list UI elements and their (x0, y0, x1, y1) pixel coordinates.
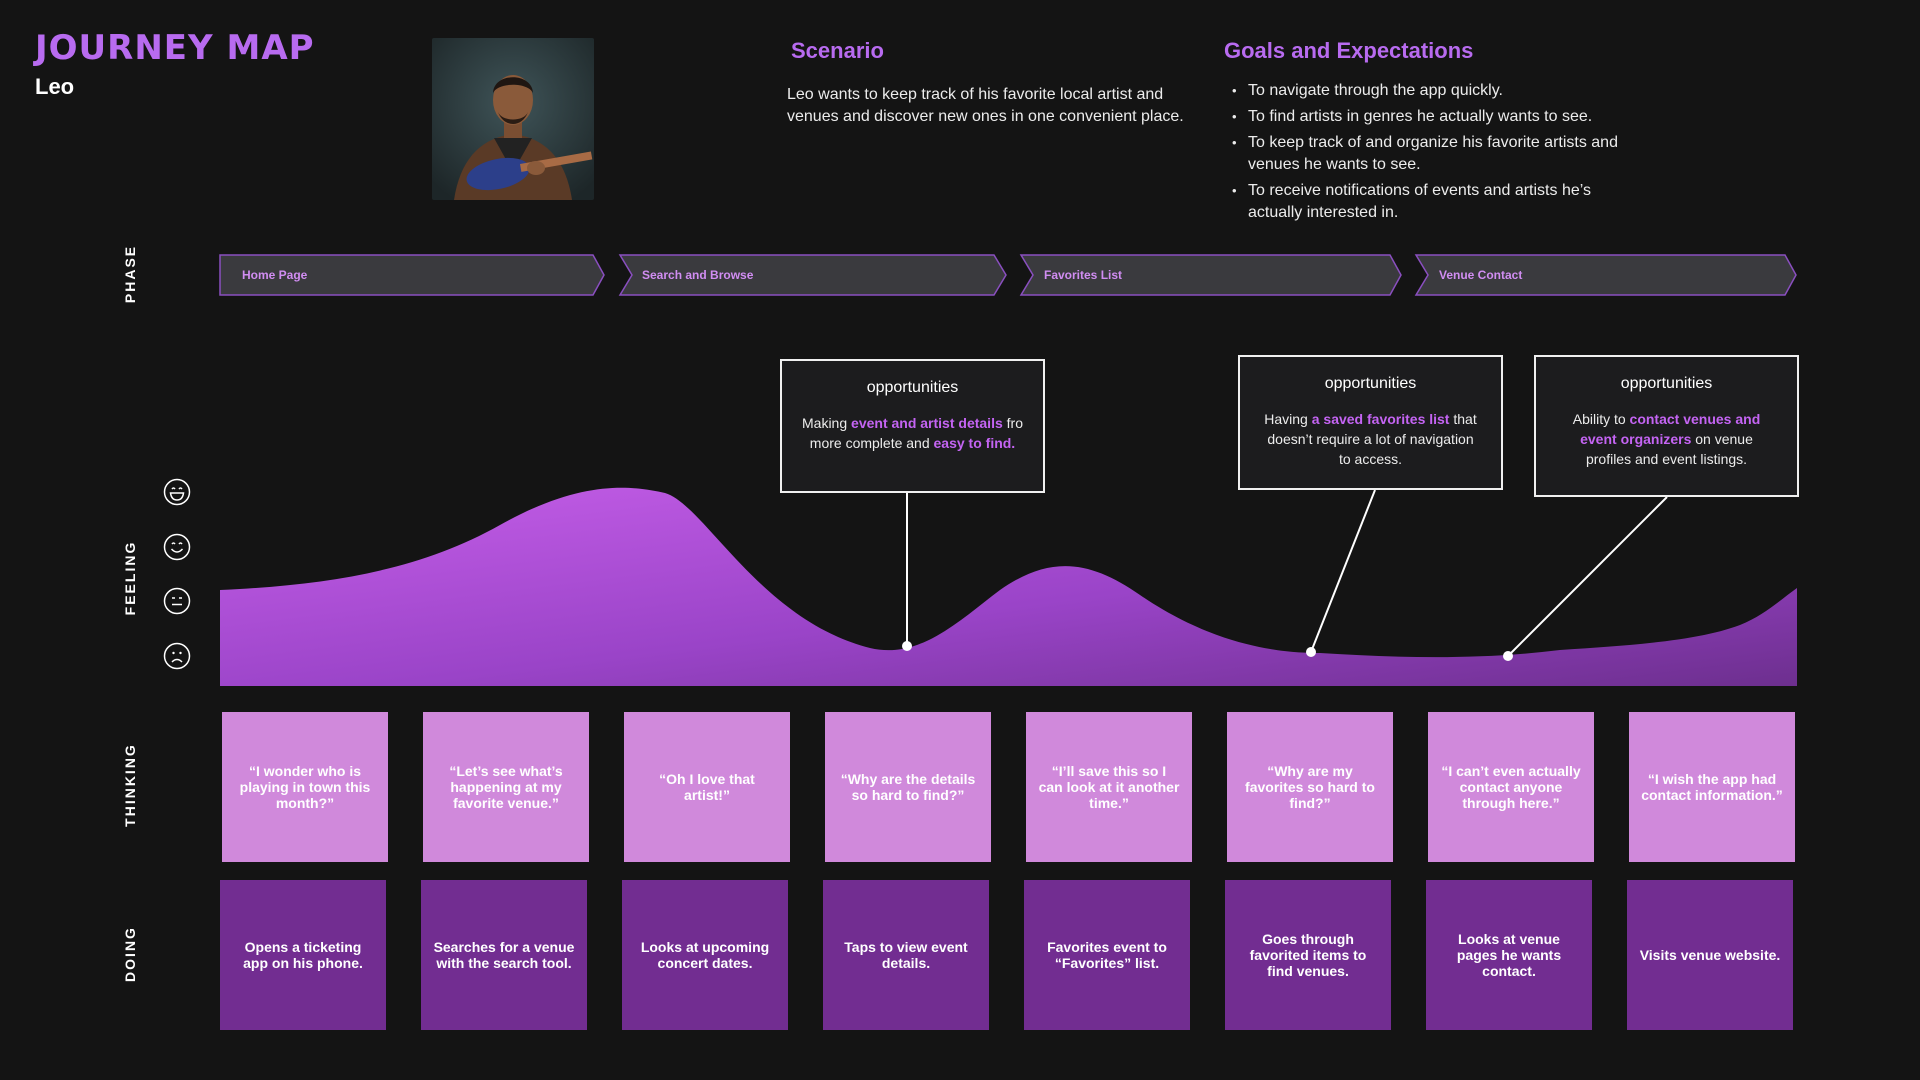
persona-name: Leo (35, 74, 75, 99)
connector-line (1310, 489, 1376, 653)
doing-note: Taps to view event details. (823, 880, 989, 1030)
connector-line (1507, 496, 1668, 657)
opportunity-box-1: opportunities Making event and artist de… (780, 359, 1045, 493)
persona-photo (432, 38, 594, 200)
opportunity-title: opportunities (1324, 375, 1417, 392)
opportunity-box-2: opportunities Having a saved favorites l… (1238, 355, 1503, 490)
doing-note: Opens a ticketing app on his phone. (220, 880, 386, 1030)
feeling-curve (220, 487, 1797, 686)
opportunity-highlight: contact venues and event organizers (1580, 411, 1761, 447)
phase-arrow-favorites-list (1019, 254, 1402, 296)
opportunity-box-3: opportunities Ability to contact venues … (1534, 355, 1799, 497)
frowning-face-icon (163, 642, 191, 670)
doing-note: Looks at venue pages he wants contact. (1426, 880, 1592, 1030)
opportunity-highlight: event and artist details (851, 415, 1003, 431)
phase-arrow-home-page (219, 254, 605, 296)
opportunity-body: Making event and artist details fro more… (802, 413, 1023, 453)
opportunity-title: opportunities (1620, 375, 1713, 392)
neutral-face-icon (163, 587, 191, 615)
feeling-area (220, 487, 1797, 686)
thinking-note: “Why are my favorites so hard to find?” (1227, 712, 1393, 862)
opportunity-text: on venue profiles and event listings. (1585, 431, 1753, 467)
opportunity-text: Having (1264, 411, 1312, 427)
phase-label-favorites-list: Favorites List (1044, 268, 1123, 282)
goal-item: To keep track of and organize his favori… (1230, 132, 1640, 176)
feeling-point (902, 641, 912, 651)
thinking-note: “I’ll save this so I can look at it anot… (1026, 712, 1192, 862)
thinking-note: “Why are the details so hard to find?” (825, 712, 991, 862)
thinking-note: “Let’s see what’s happening at my favori… (423, 712, 589, 862)
opportunity-title: opportunities (866, 379, 959, 396)
opportunity-text: that doesn’t require a lot of navigation… (1267, 411, 1477, 467)
phase-arrow-venue-contact (1414, 254, 1797, 296)
feeling-point (1306, 647, 1316, 657)
phase-arrows (219, 254, 1797, 296)
doing-note: Looks at upcoming concert dates. (622, 880, 788, 1030)
goals-heading: Goals and Expectations (1224, 38, 1474, 63)
row-label-thinking: THINKING (122, 743, 138, 827)
scenario-text: Leo wants to keep track of his favorite … (787, 86, 1184, 125)
scenario-heading: Scenario (791, 38, 884, 63)
feeling-point (1503, 651, 1513, 661)
opportunity-text: fro more complete and (809, 415, 1023, 451)
doing-note: Visits venue website. (1627, 880, 1793, 1030)
row-label-doing: DOING (122, 926, 138, 982)
goal-item: To receive notifications of events and a… (1230, 180, 1640, 224)
phase-label-venue-contact: Venue Contact (1439, 268, 1523, 282)
thinking-note: “I can’t even actually contact anyone th… (1428, 712, 1594, 862)
goal-item: To find artists in genres he actually wa… (1230, 106, 1640, 128)
doing-note: Favorites event to “Favorites” list. (1024, 880, 1190, 1030)
thinking-note: “I wonder who is playing in town this mo… (222, 712, 388, 862)
thinking-note: “Oh I love that artist!” (624, 712, 790, 862)
opportunity-body: Ability to contact venues and event orga… (1556, 409, 1777, 469)
opportunity-body: Having a saved favorites list that doesn… (1260, 409, 1481, 469)
goals-list: To navigate through the app quickly. To … (1230, 80, 1640, 228)
opportunity-text: Making (802, 415, 852, 431)
journey-map-title: JOURNEY MAP (35, 28, 315, 68)
goal-item: To navigate through the app quickly. (1230, 80, 1640, 102)
opportunity-highlight: easy to find. (933, 435, 1016, 451)
thinking-note: “I wish the app had contact information.… (1629, 712, 1795, 862)
doing-note: Searches for a venue with the search too… (421, 880, 587, 1030)
phase-label-search-and-browse: Search and Browse (642, 268, 754, 282)
smiling-face-icon (163, 533, 191, 561)
grinning-face-icon (163, 478, 191, 506)
opportunity-highlight: a saved favorites list (1311, 411, 1450, 427)
doing-note: Goes through favorited items to find ven… (1225, 880, 1391, 1030)
phase-label-home-page: Home Page (242, 268, 308, 282)
opportunity-text: Ability to (1572, 411, 1630, 427)
phase-arrow-search-and-browse (618, 254, 1007, 296)
